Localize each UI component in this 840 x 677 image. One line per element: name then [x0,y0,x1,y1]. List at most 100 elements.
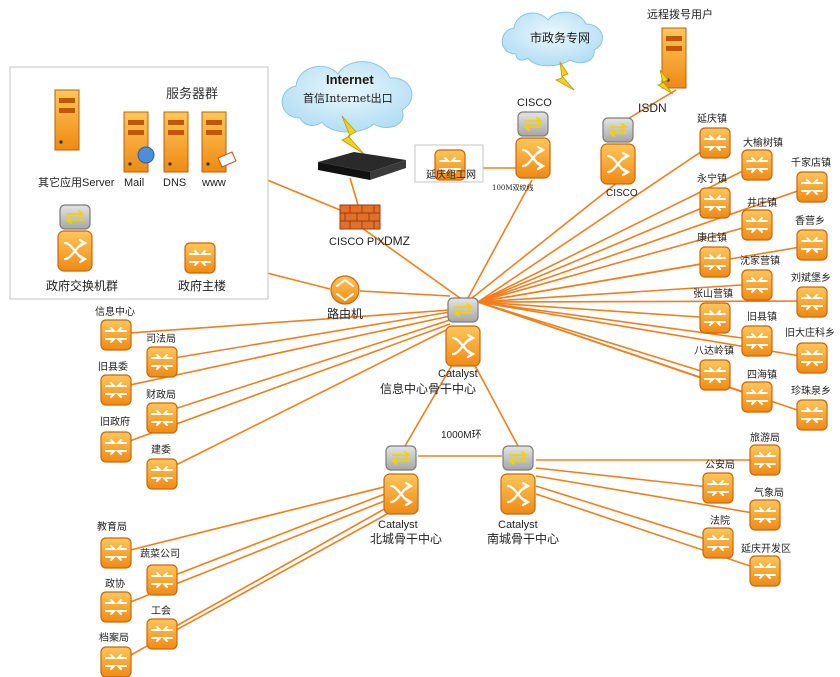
site-hub-icon [702,472,734,504]
router-icon [330,275,360,305]
site-label: 政协 [105,577,125,590]
site-label: 建委 [151,443,171,456]
link [161,311,451,361]
site-label: 沈家营镇 [740,254,780,267]
site-hub-icon [702,527,734,559]
north-brand: Catalyst [378,519,418,531]
cisco-right-head-icon [602,117,634,143]
link [471,359,519,447]
link [161,319,451,414]
site-hub-icon [796,399,828,431]
internet-cloud: Internet 首信Internet出口 [281,61,413,155]
dns-server-icon [163,111,189,173]
link [477,223,758,303]
north-switch-icon [382,472,420,516]
firewall-icon [339,204,381,230]
gov-private-net-cloud: 市政务专网 [501,11,603,91]
north-head-icon [385,445,417,471]
link [535,475,766,516]
server-label-www: www [201,177,226,189]
right-sites: 延庆镇 大榆树镇 千家店镇 永宁镇 井庄镇 香营乡 康庄镇 沈家营镇 刘斌堡乡 … [693,112,835,431]
gov-switch-icon [56,229,94,273]
link [467,179,533,299]
link [359,290,451,297]
south-name: 南城骨干中心 [487,531,559,546]
site-label: 气象局 [754,486,784,499]
site-label: 康庄镇 [697,231,727,244]
site-label: 旧政府 [100,415,130,428]
link [117,485,389,554]
gov-main-building-label: 政府主楼 [178,278,226,293]
site-label: 旧县委 [98,360,128,373]
link [535,467,719,489]
core-switch-icon [444,324,482,368]
site-hub-icon [741,209,773,241]
south-sites: 旅游局 公安局 气象局 法院 延庆开发区 [702,431,791,587]
site-hub-icon [741,325,773,357]
site-hub-icon [699,302,731,334]
dmz-label: DMZ [384,234,410,248]
site-hub-icon [741,381,773,413]
lightning-icon [657,69,674,95]
link [477,301,715,319]
link [349,177,359,206]
site-hub-icon [100,374,132,406]
site-label: 永宁镇 [697,172,727,185]
yanqing-net-label: 延庆组工网 [426,168,476,181]
site-hub-icon [146,618,178,650]
south-switch-icon [499,472,537,516]
site-label: 延庆开发区 [741,542,791,555]
core-brand: Catalyst [438,368,478,380]
cisco-top-switch-icon [514,136,552,180]
site-label: 八达岭镇 [694,344,734,357]
link [161,502,396,635]
remote-users-label: 远程拨号用户 [647,7,713,21]
site-hub-icon [146,346,178,378]
yanqing-link-label: 100M双绞线 [492,183,534,192]
globe-icon [137,146,155,164]
site-label: 千家店镇 [791,156,831,169]
site-label: 旧县镇 [747,310,777,323]
site-hub-icon [100,646,132,677]
link [161,327,451,473]
site-label: 司法局 [146,332,176,345]
site-label: 刘斌堡乡 [791,271,831,284]
server-label-dns: DNS [163,177,186,189]
site-hub-icon [699,127,731,159]
link [477,301,715,376]
site-hub-icon [699,187,731,219]
gov-switch-head-icon [59,204,91,230]
gov-private-net-label: 市政务专网 [530,30,590,45]
site-hub-icon [146,458,178,490]
link [115,309,451,335]
site-hub-icon [146,564,178,596]
isdn-label: ISDN [638,101,667,115]
link [404,359,456,447]
site-hub-icon [100,319,132,351]
core-name: 信息中心骨干中心 [380,381,476,396]
site-hub-icon [796,286,828,318]
site-label: 延庆镇 [697,112,727,125]
link [625,89,677,121]
link [477,202,715,303]
site-hub-icon [749,499,781,531]
site-hub-icon [100,431,132,463]
link [361,227,461,299]
south-head-icon [502,445,534,471]
cisco-right-switch-icon [599,142,637,186]
link [477,300,813,303]
link [477,301,758,341]
south-brand: Catalyst [498,519,538,531]
site-hub-icon [741,149,773,181]
internet-router [318,152,406,180]
site-label: 大榆树镇 [743,136,783,149]
link [477,142,715,303]
site-label: 珍珠泉乡 [791,384,831,397]
site-label: 工会 [151,604,171,617]
site-label: 香营乡 [795,214,825,227]
server-group-title: 服务器群 [166,86,218,102]
gov-building-hub-icon [184,242,216,274]
site-label: 信息中心 [95,305,135,318]
site-label: 公安局 [705,458,735,471]
link [477,283,758,303]
